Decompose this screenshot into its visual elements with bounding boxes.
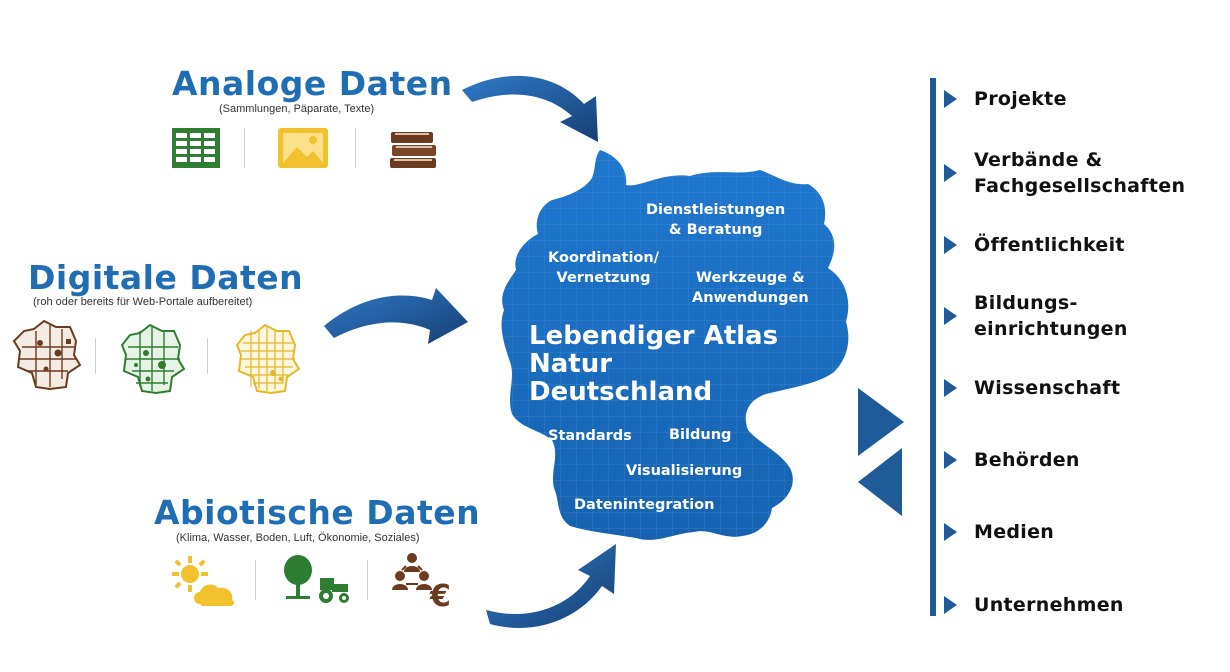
germany-map — [501, 150, 849, 540]
books-icon — [390, 132, 436, 168]
bullet-arrow-icon — [944, 379, 957, 397]
arrow-analog — [462, 75, 598, 142]
divider — [367, 560, 368, 600]
target-label: Wissenschaft — [974, 377, 1121, 399]
divider — [255, 560, 256, 600]
target-medien: Medien — [944, 519, 1054, 545]
target-oeffentlichkeit: Öffentlichkeit — [944, 232, 1125, 258]
arrow-abiotic — [486, 544, 616, 628]
map-grid — [501, 150, 849, 540]
bullet-arrow-icon — [944, 596, 957, 614]
source-arrows — [324, 75, 616, 628]
map-label-visualisierung: Visualisierung — [626, 463, 743, 479]
bullet-arrow-icon — [944, 90, 957, 108]
bullet-arrow-icon — [944, 451, 957, 469]
target-label: Medien — [974, 521, 1055, 543]
source-title-analog: Analoge Daten — [172, 64, 453, 103]
divider — [95, 338, 96, 374]
divider — [207, 338, 208, 374]
people-euro-icon: € — [392, 553, 451, 610]
bullet-arrow-icon — [944, 307, 957, 325]
bullet-arrow-icon — [944, 236, 957, 254]
svg-text:€: € — [429, 579, 451, 610]
germany-map-brown-icon — [12, 319, 82, 391]
map-title: Lebendiger Atlas Natur Deutschland — [529, 321, 779, 407]
source-title-digital: Digitale Daten — [28, 258, 304, 297]
map-label-werkzeuge: Werkzeuge & Anwendungen — [692, 268, 809, 308]
target-label: Bildungs- einrichtungen — [974, 292, 1128, 340]
target-label: Projekte — [974, 88, 1067, 110]
arrow-digital — [324, 288, 468, 344]
target-unternehmen: Unternehmen — [944, 592, 1124, 618]
image-icon — [278, 128, 328, 168]
map-label-datenintegration: Datenintegration — [574, 497, 715, 513]
targets-divider-line — [930, 78, 936, 616]
divider — [244, 128, 245, 168]
bullet-arrow-icon — [944, 523, 957, 541]
spreadsheet-icon — [172, 128, 220, 168]
target-bildungseinrichtungen: Bildungs- einrichtungen — [944, 290, 1128, 342]
target-label: Verbände & Fachgesellschaften — [974, 149, 1186, 197]
target-label: Öffentlichkeit — [974, 234, 1125, 256]
triangle-left — [858, 448, 902, 516]
map-label-koordination: Koordination/ Vernetzung — [548, 248, 659, 288]
map-label-standards: Standards — [548, 428, 632, 444]
tree-tractor-icon — [284, 555, 349, 603]
map-label-dienstleistungen-text: Dienstleistungen & Beratung — [646, 202, 786, 238]
target-label: Behörden — [974, 449, 1080, 471]
germany-map-green-icon — [120, 323, 186, 395]
target-verbaende: Verbände & Fachgesellschaften — [944, 147, 1185, 199]
map-label-bildung: Bildung — [669, 427, 732, 443]
exchange-arrows — [858, 388, 904, 516]
source-subtitle-digital: (roh oder bereits für Web-Portale aufber… — [33, 296, 253, 308]
target-label: Unternehmen — [974, 594, 1124, 616]
map-label-koordination-text: Koordination/ Vernetzung — [548, 250, 659, 286]
source-subtitle-abiotic: (Klima, Wasser, Boden, Luft, Ökonomie, S… — [176, 532, 420, 544]
target-wissenschaft: Wissenschaft — [944, 375, 1120, 401]
weather-icon — [172, 556, 235, 606]
triangle-right — [858, 388, 904, 456]
target-projekte: Projekte — [944, 86, 1067, 112]
target-behoerden: Behörden — [944, 447, 1080, 473]
divider — [355, 128, 356, 168]
map-label-dienstleistungen: Dienstleistungen & Beratung — [646, 200, 785, 240]
map-label-werkzeuge-text: Werkzeuge & Anwendungen — [692, 270, 809, 306]
bullet-arrow-icon — [944, 164, 957, 182]
source-title-abiotic: Abiotische Daten — [154, 493, 481, 532]
source-subtitle-analog: (Sammlungen, Päparate, Texte) — [219, 103, 375, 115]
germany-map-yellow-icon — [235, 323, 301, 395]
